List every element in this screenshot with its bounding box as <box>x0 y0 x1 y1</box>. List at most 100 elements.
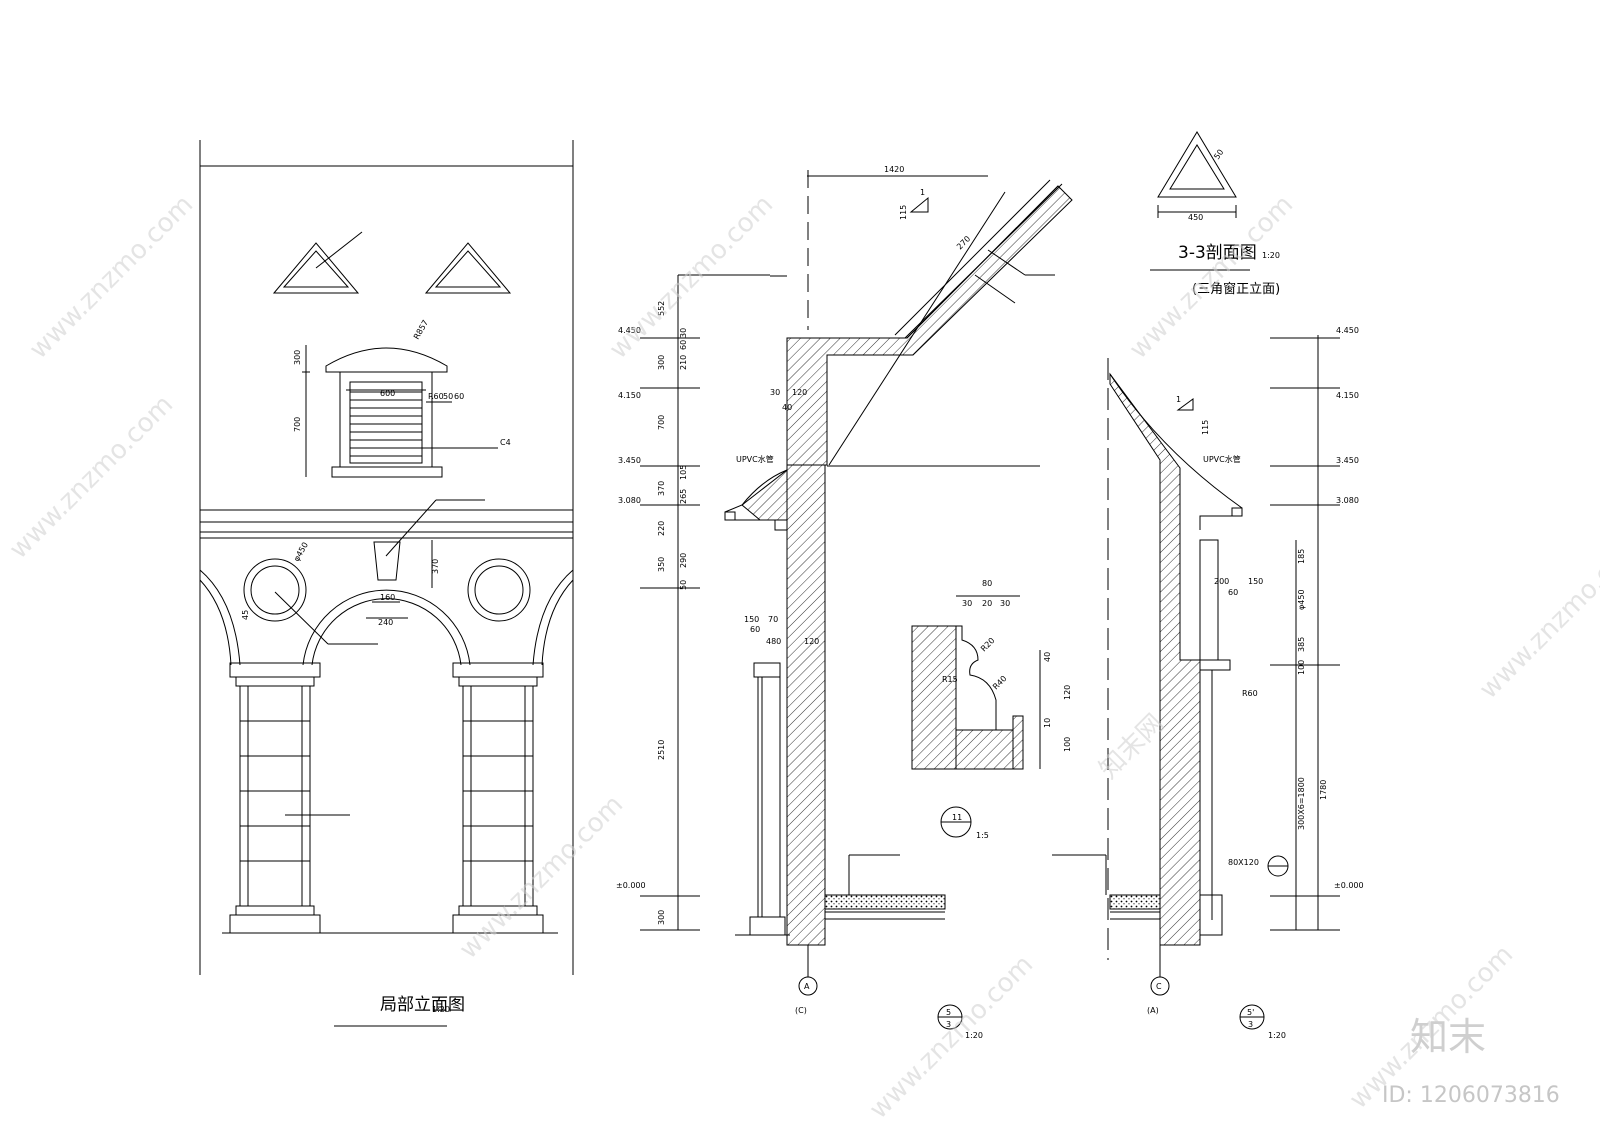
watermark-text: www.znzmo.com <box>454 790 629 965</box>
dim-552: 552 <box>657 301 666 316</box>
dim-290-mid: 290 <box>679 553 688 568</box>
watermark-site: 知末网 <box>1094 709 1170 785</box>
section-5p-3 <box>1052 335 1340 1030</box>
section33-scale: 1:20 <box>1262 251 1280 260</box>
dim-1420: 1420 <box>884 165 904 174</box>
dim-40-top: 40 <box>782 403 792 412</box>
slope-1-right: 1 <box>1176 395 1181 404</box>
dim-160: 160 <box>380 593 395 602</box>
dim-30-top: 30 <box>770 388 780 397</box>
dim-phi450: φ450 <box>292 541 310 563</box>
dim-r857: R857 <box>412 318 430 341</box>
dim-240: 240 <box>378 618 393 627</box>
dim-265-mid: 265 <box>679 489 688 504</box>
slope-115: 115 <box>899 205 908 220</box>
dim-300x6: 300X6=1800 <box>1297 777 1306 830</box>
dim-100-right: 100 <box>1297 660 1306 675</box>
dim-220-mid: 220 <box>657 521 666 536</box>
dim-1780: 1780 <box>1319 780 1328 800</box>
label-upvc-mid: UPVC水管 <box>736 454 774 464</box>
dim-300-base: 300 <box>657 910 666 925</box>
watermark-text: www.znzmo.com <box>1124 190 1299 365</box>
detail-100: 100 <box>1063 737 1072 752</box>
watermark-text: www.znzmo.com <box>604 190 779 365</box>
level-3450-mid: 3.450 <box>618 456 641 465</box>
dim-30-mid: 30 <box>679 328 688 338</box>
axis-c: C <box>1156 982 1162 991</box>
column-left <box>229 662 321 934</box>
dim-70: 70 <box>768 615 778 624</box>
dim-50-mid: 50 <box>679 580 688 590</box>
detail-80: 80 <box>982 579 992 588</box>
dim-50: 50 <box>443 392 453 401</box>
dim-r60: R60 <box>428 392 444 401</box>
local-elevation <box>199 140 574 1027</box>
detail-120: 120 <box>1063 685 1072 700</box>
label-upvc-right: UPVC水管 <box>1203 454 1241 464</box>
column-right <box>452 662 544 934</box>
dim-2510: 2510 <box>657 740 666 760</box>
local-elevation-title: 局部立面图 <box>380 995 465 1015</box>
dim-80x120: 80X120 <box>1228 858 1259 867</box>
triangle-window-right <box>424 242 512 294</box>
detail-30a: 30 <box>962 599 972 608</box>
detail-r15: R15 <box>942 675 958 684</box>
dim-150-mid: 150 <box>744 615 759 624</box>
sec5p-number: 5' <box>1247 1008 1254 1017</box>
detail-30b: 30 <box>1000 599 1010 608</box>
dim-120-top: 120 <box>792 388 807 397</box>
dim-385: 385 <box>1297 637 1306 652</box>
sec5-scale: 1:20 <box>965 1031 983 1040</box>
level-0-mid: ±0.000 <box>616 881 646 890</box>
level-3450-right: 3.450 <box>1336 456 1359 465</box>
dim-600: 600 <box>380 389 395 398</box>
section33-subtitle: (三角窗正立面) <box>1192 281 1280 297</box>
sec5-number: 5 <box>946 1008 951 1017</box>
dim-60: 60 <box>454 392 464 401</box>
axis-c-paren: (A) <box>1147 1006 1159 1015</box>
dim-350-mid: 350 <box>657 557 666 572</box>
sec5-denominator: 3 <box>946 1020 951 1029</box>
tri-50: 50 <box>1212 148 1225 162</box>
detail-r20: R20 <box>979 636 997 654</box>
sec5p-scale: 1:20 <box>1268 1031 1286 1040</box>
detail11-number: 11 <box>952 813 962 822</box>
watermark-logo: 知末 <box>1410 1015 1486 1059</box>
watermark-text: www.znzmo.com <box>864 950 1039 1125</box>
triangle-window-left <box>272 242 360 294</box>
tri-450: 450 <box>1188 213 1203 222</box>
level-0-right: ±0.000 <box>1334 881 1364 890</box>
section33-title: 3-3剖面图 <box>1178 243 1257 263</box>
axis-a: A <box>804 982 810 991</box>
dim-200-right: 200 <box>1214 577 1229 586</box>
watermark-text: www.znzmo.com <box>1474 530 1600 705</box>
dim-60-low: 60 <box>750 625 760 634</box>
dim-300-mid: 300 <box>657 355 666 370</box>
watermark-text: www.znzmo.com <box>24 190 199 365</box>
axis-a-paren: (C) <box>795 1006 807 1015</box>
watermark-text: www.znzmo.com <box>4 390 179 565</box>
slope-1: 1 <box>920 188 925 197</box>
dim-370-mid: 370 <box>657 481 666 496</box>
detail11-scale: 1:5 <box>976 831 989 840</box>
section-5-3 <box>640 170 1073 1030</box>
dim-300: 300 <box>293 350 302 365</box>
level-4150-mid: 4.150 <box>618 391 641 400</box>
label-c4: C4 <box>500 438 511 447</box>
detail-11 <box>911 595 1041 770</box>
detail-20: 20 <box>982 599 992 608</box>
dim-210-mid: 210 <box>679 355 688 370</box>
watermark-id: ID: 1206073816 <box>1382 1083 1560 1108</box>
dim-60-right: 60 <box>1228 588 1238 597</box>
detail-10: 10 <box>1043 718 1052 728</box>
dim-60-mid: 60 <box>679 340 688 350</box>
window-c4 <box>325 347 448 478</box>
sec5p-denominator: 3 <box>1248 1020 1253 1029</box>
level-4450-right: 4.450 <box>1336 326 1359 335</box>
dim-270: 270 <box>955 234 972 251</box>
dim-45: 45 <box>241 610 250 620</box>
detail-40: 40 <box>1043 652 1052 662</box>
dim-phi450-right: φ450 <box>1297 589 1306 610</box>
dim-150-right: 150 <box>1248 577 1263 586</box>
